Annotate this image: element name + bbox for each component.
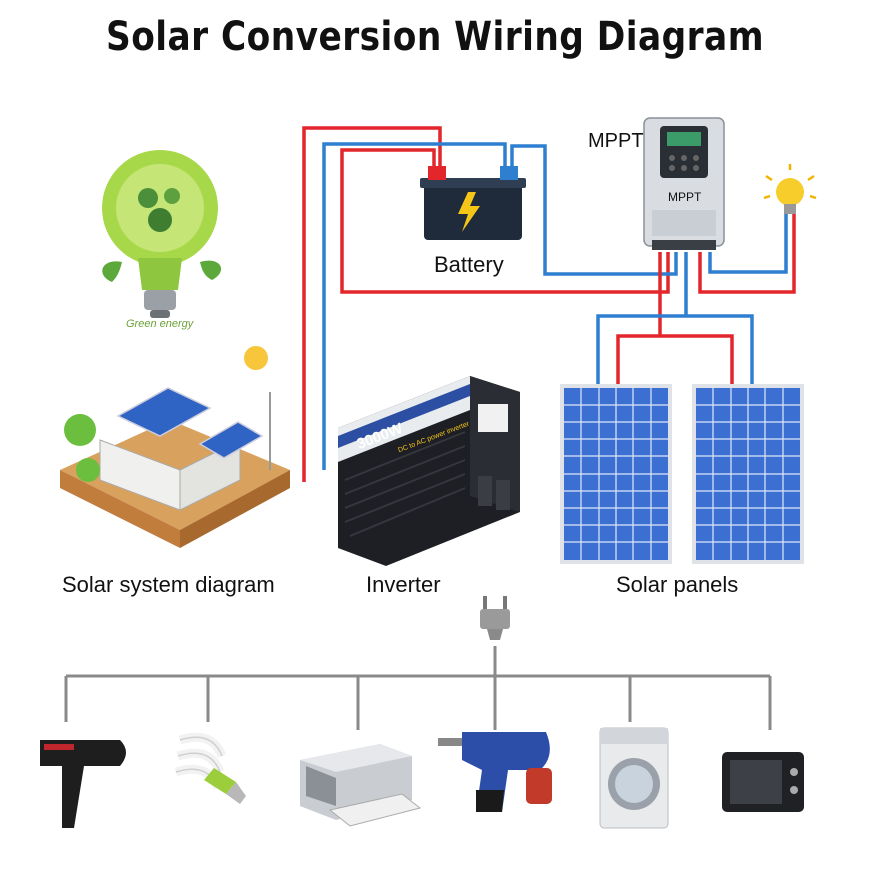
solar-panel-left-icon <box>560 384 672 564</box>
inverter-label: Inverter <box>366 572 441 597</box>
battery-label: Battery <box>434 252 504 277</box>
green-energy-bulb-icon <box>102 150 222 318</box>
solar-panel-right-icon <box>692 384 804 564</box>
wire-battery-inverter-positive <box>302 126 442 482</box>
wire-battery-mppt-positive <box>340 148 670 294</box>
cfl-bulb-icon <box>174 732 246 804</box>
solar-system-label: Solar system diagram <box>62 572 275 597</box>
plug-icon <box>480 596 510 640</box>
solar-house-icon <box>60 346 290 548</box>
power-drill-icon <box>438 732 552 812</box>
hair-dryer-icon <box>40 740 126 828</box>
mppt-body-text: MPPT <box>668 190 702 204</box>
wire-battery-mppt-negative <box>510 144 678 276</box>
page-title: Solar Conversion Wiring Diagram <box>106 14 764 60</box>
mppt-controller-icon <box>643 117 725 250</box>
light-bulb-icon <box>763 164 817 214</box>
battery-icon <box>420 166 526 240</box>
wire-mppt-panels-negative <box>596 252 754 384</box>
wire-mppt-panels-positive <box>616 252 734 384</box>
printer-icon <box>300 744 422 827</box>
mppt-label: MPPT <box>588 130 644 152</box>
solar-panels-label: Solar panels <box>616 572 739 597</box>
wire-battery-inverter-negative <box>322 142 507 470</box>
microwave-oven-icon <box>722 752 804 812</box>
washing-machine-icon <box>599 727 669 829</box>
inverter-icon <box>338 376 520 566</box>
dc-wires <box>302 126 796 482</box>
wire-mppt-load-negative <box>708 214 788 274</box>
wire-mppt-load-positive <box>698 214 796 294</box>
green-energy-text: Green energy <box>126 318 194 330</box>
ac-distribution <box>64 646 772 730</box>
